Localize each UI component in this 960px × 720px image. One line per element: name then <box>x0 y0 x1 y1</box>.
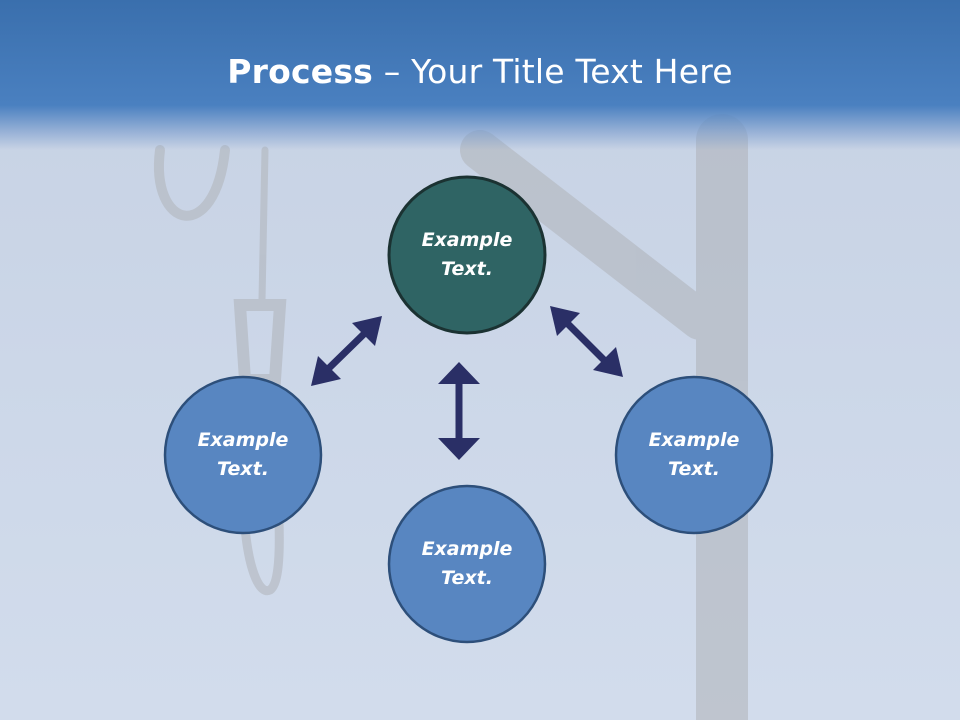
rope-top-loop <box>153 145 230 221</box>
node-center-line2: Text. <box>441 258 493 280</box>
title-bar <box>0 0 960 150</box>
node-center-line1: Example <box>421 229 513 251</box>
node-left-line2: Text. <box>217 458 269 480</box>
page-title: Process – Your Title Text Here <box>0 52 960 91</box>
gallows-brace <box>460 130 720 340</box>
node-bottom-line1: Example <box>421 538 513 560</box>
noose-coil <box>233 299 287 386</box>
node-bottom-line2: Text. <box>441 567 493 589</box>
node-right <box>614 375 774 535</box>
node-left-line1: Example <box>197 429 289 451</box>
double-arrow-right <box>550 306 623 377</box>
title-rest: – Your Title Text Here <box>373 52 733 91</box>
node-center-label: Example Text. <box>392 226 542 284</box>
node-center <box>387 175 547 335</box>
node-bottom-label: Example Text. <box>392 535 542 593</box>
node-right-line2: Text. <box>668 458 720 480</box>
node-right-line1: Example <box>648 429 740 451</box>
node-bottom <box>387 484 547 644</box>
double-arrow-vertical <box>438 362 480 460</box>
rope-strand <box>258 146 269 304</box>
double-arrow-left <box>311 316 382 386</box>
title-bold: Process <box>227 52 374 91</box>
node-right-label: Example Text. <box>619 426 769 484</box>
node-left <box>163 375 323 535</box>
node-left-label: Example Text. <box>168 426 318 484</box>
